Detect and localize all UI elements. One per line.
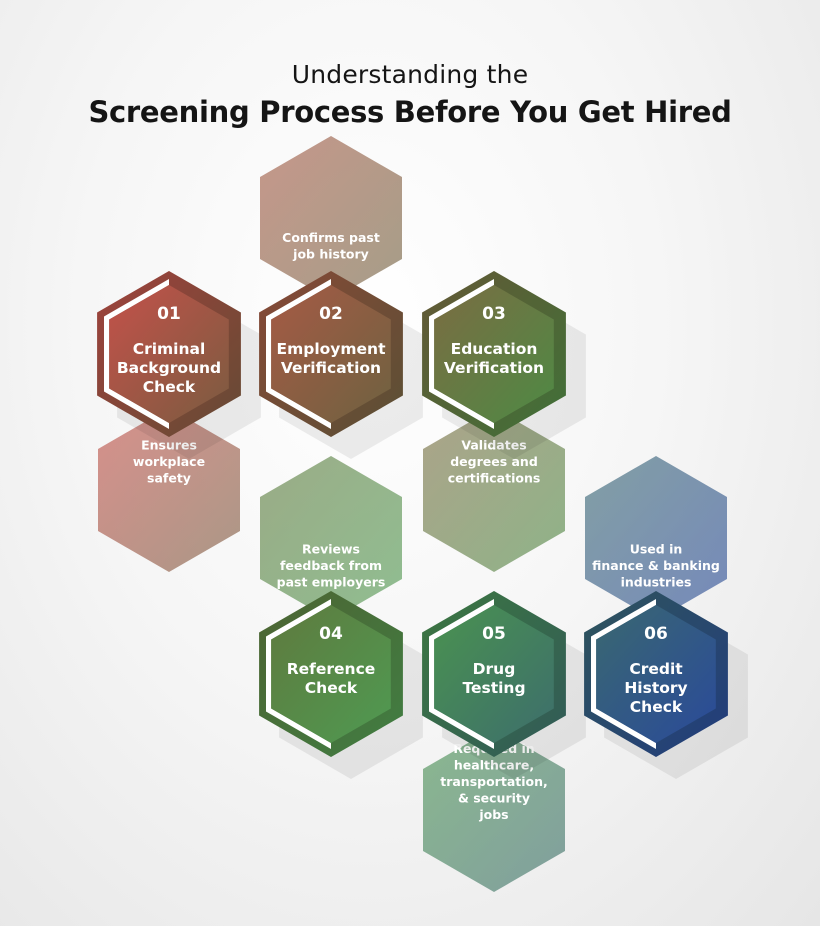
step-title-line: Criminal	[133, 340, 206, 358]
note-text-line: degrees and	[450, 454, 538, 469]
step-number: 01	[157, 304, 181, 324]
note-hexagon	[585, 456, 727, 620]
step-title-line: Check	[143, 378, 196, 396]
note-hexagon	[260, 136, 402, 300]
step-title-line: Background	[117, 359, 221, 377]
hexagon-face	[596, 605, 716, 743]
step-title-line: Drug	[473, 660, 516, 678]
note-text-line: Used in	[630, 542, 683, 557]
note-hexagon	[260, 456, 402, 620]
step-title-line: Education	[451, 340, 538, 358]
hexagon-face	[434, 285, 554, 423]
step-title-line: Verification	[444, 359, 544, 377]
step-number: 05	[482, 624, 506, 644]
hexagon-face	[109, 285, 229, 423]
step-title-line: Employment	[276, 340, 386, 358]
note-text-line: jobs	[478, 807, 508, 822]
note-text-line: healthcare,	[454, 758, 534, 773]
title-line-1: Understanding the	[291, 60, 529, 89]
step-title-line: Reference	[287, 660, 376, 678]
note-text-line: job history	[292, 246, 369, 261]
note-text-line: Validates	[461, 438, 526, 453]
hexes-layer: 01CriminalBackgroundCheck02EmploymentVer…	[97, 271, 728, 757]
note-text-line: feedback from	[280, 558, 382, 573]
step-title-line: Credit	[629, 660, 683, 678]
step-number: 06	[644, 624, 668, 644]
step-title-line: Verification	[281, 359, 381, 377]
note-text-line: transportation,	[440, 774, 548, 789]
step-title-line: Testing	[462, 679, 525, 697]
note-text-line: industries	[621, 575, 692, 590]
step-number: 03	[482, 304, 506, 324]
note-text-line: workplace	[133, 454, 205, 469]
step-number: 02	[319, 304, 343, 324]
note-hexagon	[423, 728, 565, 892]
note-text-line: & security	[458, 791, 530, 806]
note-text-line: past employers	[277, 575, 386, 590]
note-text-line: finance & banking	[592, 558, 720, 573]
note-text-line: Confirms past	[282, 230, 380, 245]
note-text-line: certifications	[448, 471, 541, 486]
note-hexagon	[423, 408, 565, 572]
note-text-line: Reviews	[302, 542, 360, 557]
hexagon-face	[434, 605, 554, 743]
step-title-line: History	[624, 679, 687, 697]
hexagon-face	[271, 285, 391, 423]
title-block: Understanding the Screening Process Befo…	[0, 58, 820, 132]
note-text-line: safety	[147, 471, 191, 486]
note-text-line: Ensures	[141, 438, 197, 453]
step-title-line: Check	[630, 698, 683, 716]
hexagon-face	[271, 605, 391, 743]
title-line-2: Screening Process Before You Get Hired	[88, 95, 732, 129]
step-number: 04	[319, 624, 343, 644]
note-hexagon	[98, 408, 240, 572]
step-title-line: Check	[305, 679, 358, 697]
